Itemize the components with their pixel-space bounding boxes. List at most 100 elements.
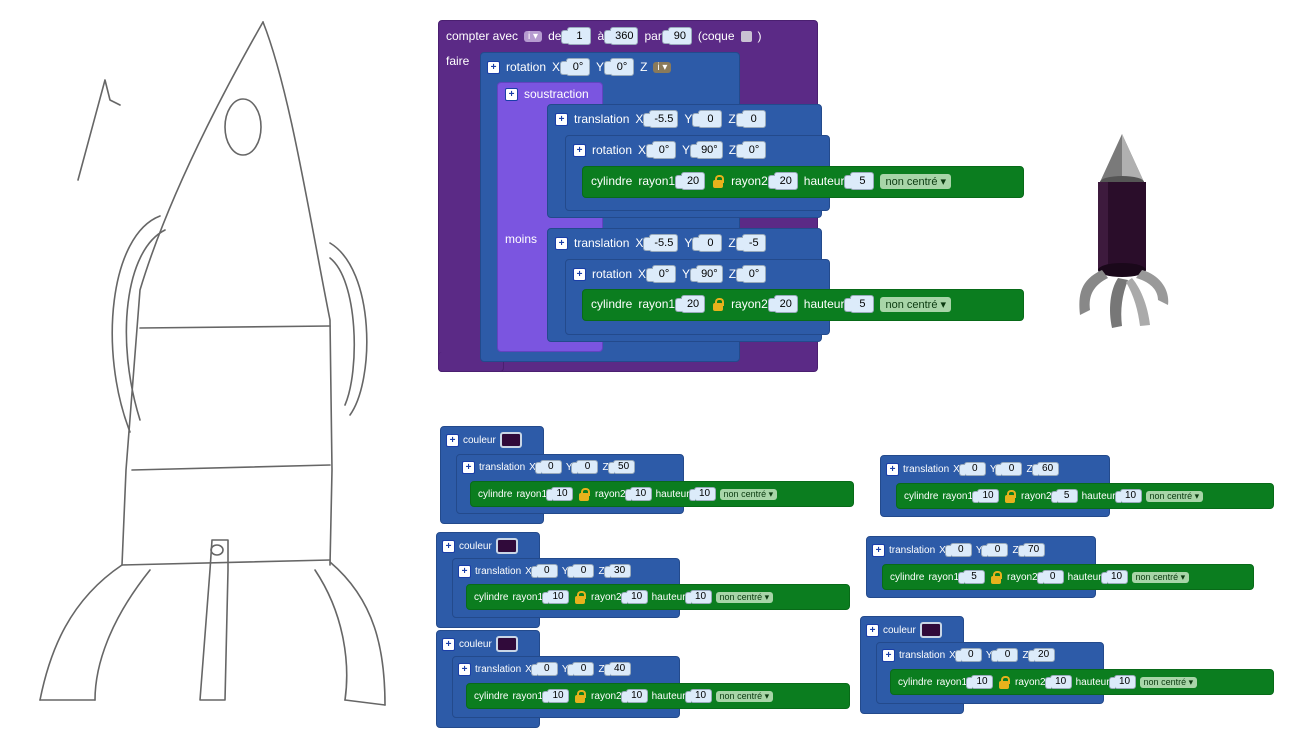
color-swatch[interactable] [495, 538, 518, 554]
translation-z-field[interactable]: 50 [607, 460, 635, 474]
radius2-field[interactable]: 10 [1044, 675, 1072, 689]
translation-x-field[interactable]: 0 [530, 662, 558, 676]
radius2-field[interactable]: 10 [624, 487, 652, 501]
rotation-z-field[interactable]: 0° [736, 265, 767, 283]
height-field[interactable]: 5 [844, 295, 875, 313]
height-field[interactable]: 10 [1108, 675, 1136, 689]
rotation-z-variable[interactable]: i ▾ [653, 61, 672, 73]
center-dropdown[interactable]: non centré ▾ [719, 488, 778, 500]
cylinder-block[interactable] [466, 584, 850, 610]
radius2-field[interactable]: 0 [1036, 570, 1064, 584]
translation-z-field[interactable]: 40 [603, 662, 631, 676]
color-swatch[interactable] [495, 636, 518, 652]
color-swatch[interactable] [919, 622, 942, 638]
expand-icon[interactable]: + [872, 543, 885, 557]
radius1-field[interactable]: 10 [966, 675, 994, 689]
radius1-field[interactable]: 10 [542, 689, 570, 703]
height-field[interactable]: 10 [688, 487, 716, 501]
loop-to-field[interactable]: 360 [604, 27, 639, 45]
height-field[interactable]: 10 [684, 590, 712, 604]
center-dropdown[interactable]: non centré ▾ [880, 296, 952, 312]
center-dropdown[interactable]: non centré ▾ [1139, 676, 1198, 688]
cylinder-block[interactable] [890, 669, 1274, 695]
cylinder-block[interactable] [470, 481, 854, 507]
lock-icon[interactable] [711, 297, 725, 311]
translation-x-field[interactable]: -5.5 [643, 234, 679, 252]
translation-z-field[interactable]: 0 [735, 110, 766, 128]
hull-checkbox[interactable] [740, 30, 752, 42]
expand-icon[interactable]: + [442, 637, 455, 651]
expand-icon[interactable]: + [555, 236, 568, 250]
expand-icon[interactable]: + [458, 564, 471, 578]
expand-icon[interactable]: + [462, 460, 475, 474]
translation-y-field[interactable]: 0 [995, 462, 1023, 476]
translation-y-field[interactable]: 0 [692, 110, 723, 128]
rotation-y-field[interactable]: 0° [604, 58, 635, 76]
radius2-field[interactable]: 10 [620, 689, 648, 703]
rotation-y-field[interactable]: 90° [690, 265, 723, 283]
radius2-field[interactable]: 5 [1050, 489, 1078, 503]
height-field[interactable]: 10 [1114, 489, 1142, 503]
rotation-y-field[interactable]: 90° [690, 141, 723, 159]
center-dropdown[interactable]: non centré ▾ [1145, 490, 1204, 502]
translation-y-field[interactable]: 0 [567, 564, 595, 578]
expand-icon[interactable]: + [442, 539, 455, 553]
translation-y-field[interactable]: 0 [567, 662, 595, 676]
center-dropdown[interactable]: non centré ▾ [715, 591, 774, 603]
cylinder-block[interactable] [882, 564, 1254, 590]
expand-icon[interactable]: + [446, 433, 459, 447]
rotation-x-field[interactable]: 0° [560, 58, 591, 76]
color-swatch[interactable] [499, 432, 522, 448]
expand-icon[interactable]: + [573, 267, 586, 281]
expand-icon[interactable]: + [573, 143, 586, 157]
translation-x-field[interactable]: 0 [954, 648, 982, 662]
translation-z-field[interactable]: 60 [1031, 462, 1059, 476]
translation-y-field[interactable]: 0 [981, 543, 1009, 557]
translation-z-field[interactable]: 30 [603, 564, 631, 578]
radius2-field[interactable]: 20 [767, 172, 798, 190]
lock-icon[interactable] [573, 689, 587, 703]
translation-x-field[interactable]: -5.5 [643, 110, 679, 128]
radius1-field[interactable]: 5 [958, 570, 986, 584]
radius2-field[interactable]: 10 [620, 590, 648, 604]
loop-from-field[interactable]: 1 [561, 27, 592, 45]
rotation-x-field[interactable]: 0° [646, 141, 677, 159]
expand-icon[interactable]: + [866, 623, 879, 637]
lock-icon[interactable] [989, 570, 1003, 584]
radius1-field[interactable]: 10 [972, 489, 1000, 503]
translation-y-field[interactable]: 0 [571, 460, 599, 474]
lock-icon[interactable] [1003, 489, 1017, 503]
expand-icon[interactable]: + [882, 648, 895, 662]
cylinder-block[interactable] [896, 483, 1274, 509]
height-field[interactable]: 10 [684, 689, 712, 703]
translation-z-field[interactable]: -5 [735, 234, 766, 252]
height-field[interactable]: 5 [844, 172, 875, 190]
loop-by-field[interactable]: 90 [661, 27, 692, 45]
lock-icon[interactable] [577, 487, 591, 501]
radius1-field[interactable]: 10 [542, 590, 570, 604]
loop-variable-dropdown[interactable]: i ▾ [524, 30, 543, 42]
lock-icon[interactable] [997, 675, 1011, 689]
cylinder-a-block[interactable] [582, 166, 1024, 198]
translation-y-field[interactable]: 0 [991, 648, 1019, 662]
radius1-field[interactable]: 20 [675, 295, 706, 313]
cylinder-block[interactable] [466, 683, 850, 709]
radius2-field[interactable]: 20 [767, 295, 798, 313]
rotation-x-field[interactable]: 0° [646, 265, 677, 283]
radius1-field[interactable]: 20 [675, 172, 706, 190]
expand-icon[interactable]: + [555, 112, 568, 126]
translation-x-field[interactable]: 0 [534, 460, 562, 474]
translation-x-field[interactable]: 0 [958, 462, 986, 476]
lock-icon[interactable] [711, 174, 725, 188]
rotation-z-field[interactable]: 0° [736, 141, 767, 159]
height-field[interactable]: 10 [1100, 570, 1128, 584]
center-dropdown[interactable]: non centré ▾ [880, 173, 952, 189]
translation-z-field[interactable]: 20 [1027, 648, 1055, 662]
translation-y-field[interactable]: 0 [692, 234, 723, 252]
expand-icon[interactable]: + [505, 87, 518, 101]
expand-icon[interactable]: + [886, 462, 899, 476]
translation-x-field[interactable]: 0 [944, 543, 972, 557]
radius1-field[interactable]: 10 [546, 487, 574, 501]
translation-z-field[interactable]: 70 [1017, 543, 1045, 557]
expand-icon[interactable]: + [487, 60, 500, 74]
